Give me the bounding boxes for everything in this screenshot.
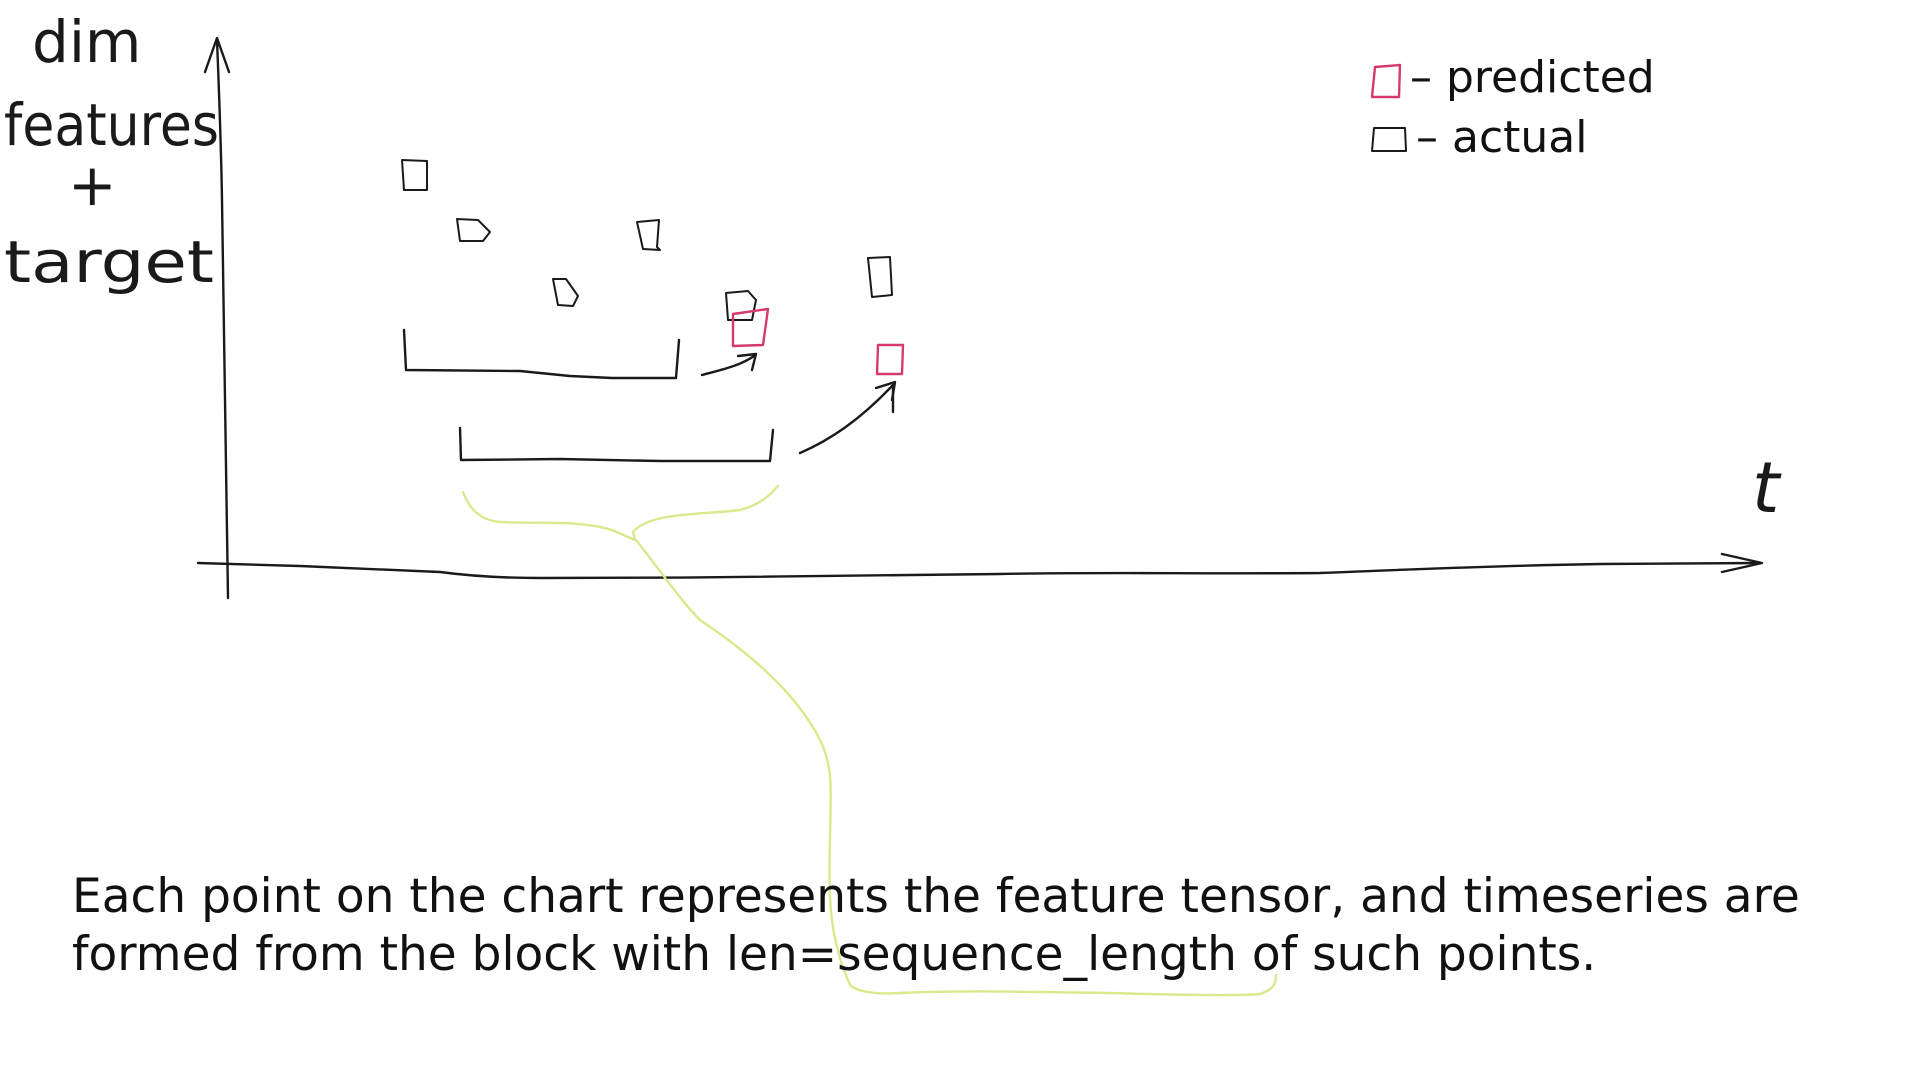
caption: Each point on the chart represents the f…	[72, 868, 1872, 984]
actual-point	[456, 218, 491, 242]
window-bracket-1	[402, 328, 681, 380]
highlight-brace	[461, 484, 1278, 997]
predicted-point	[731, 307, 770, 348]
window-bracket-2	[458, 426, 775, 463]
legend-predicted-swatch	[1370, 63, 1402, 99]
y-axis-label-line-4: target	[4, 228, 214, 296]
actual-point	[401, 159, 428, 191]
caption-line-2: formed from the block with len=sequence_…	[72, 927, 1597, 982]
y-axis-label: dim features + target	[4, 8, 219, 296]
actual-point	[636, 219, 661, 251]
legend-actual-label: – actual	[1416, 112, 1587, 163]
x-axis	[196, 552, 1764, 580]
actual-point	[552, 278, 579, 307]
actual-point	[725, 290, 757, 321]
legend: – predicted – actual	[1370, 52, 1655, 163]
x-axis-label: t	[1752, 447, 1782, 529]
prediction-arrow-1	[700, 354, 756, 377]
predicted-points	[731, 307, 905, 376]
y-axis-label-line-2: features	[4, 91, 219, 159]
legend-predicted-label: – predicted	[1410, 52, 1655, 103]
actual-point	[867, 256, 893, 298]
prediction-arrows	[700, 352, 897, 455]
y-axis	[203, 36, 231, 600]
actual-points	[401, 159, 893, 321]
predicted-point	[875, 343, 905, 376]
caption-line-1: Each point on the chart represents the f…	[72, 869, 1800, 924]
prediction-arrow-2	[798, 383, 895, 455]
y-axis-label-line-1: dim	[32, 8, 141, 76]
y-axis-label-line-3: +	[68, 151, 117, 219]
window-brackets	[402, 328, 775, 463]
legend-actual-swatch	[1371, 127, 1407, 152]
